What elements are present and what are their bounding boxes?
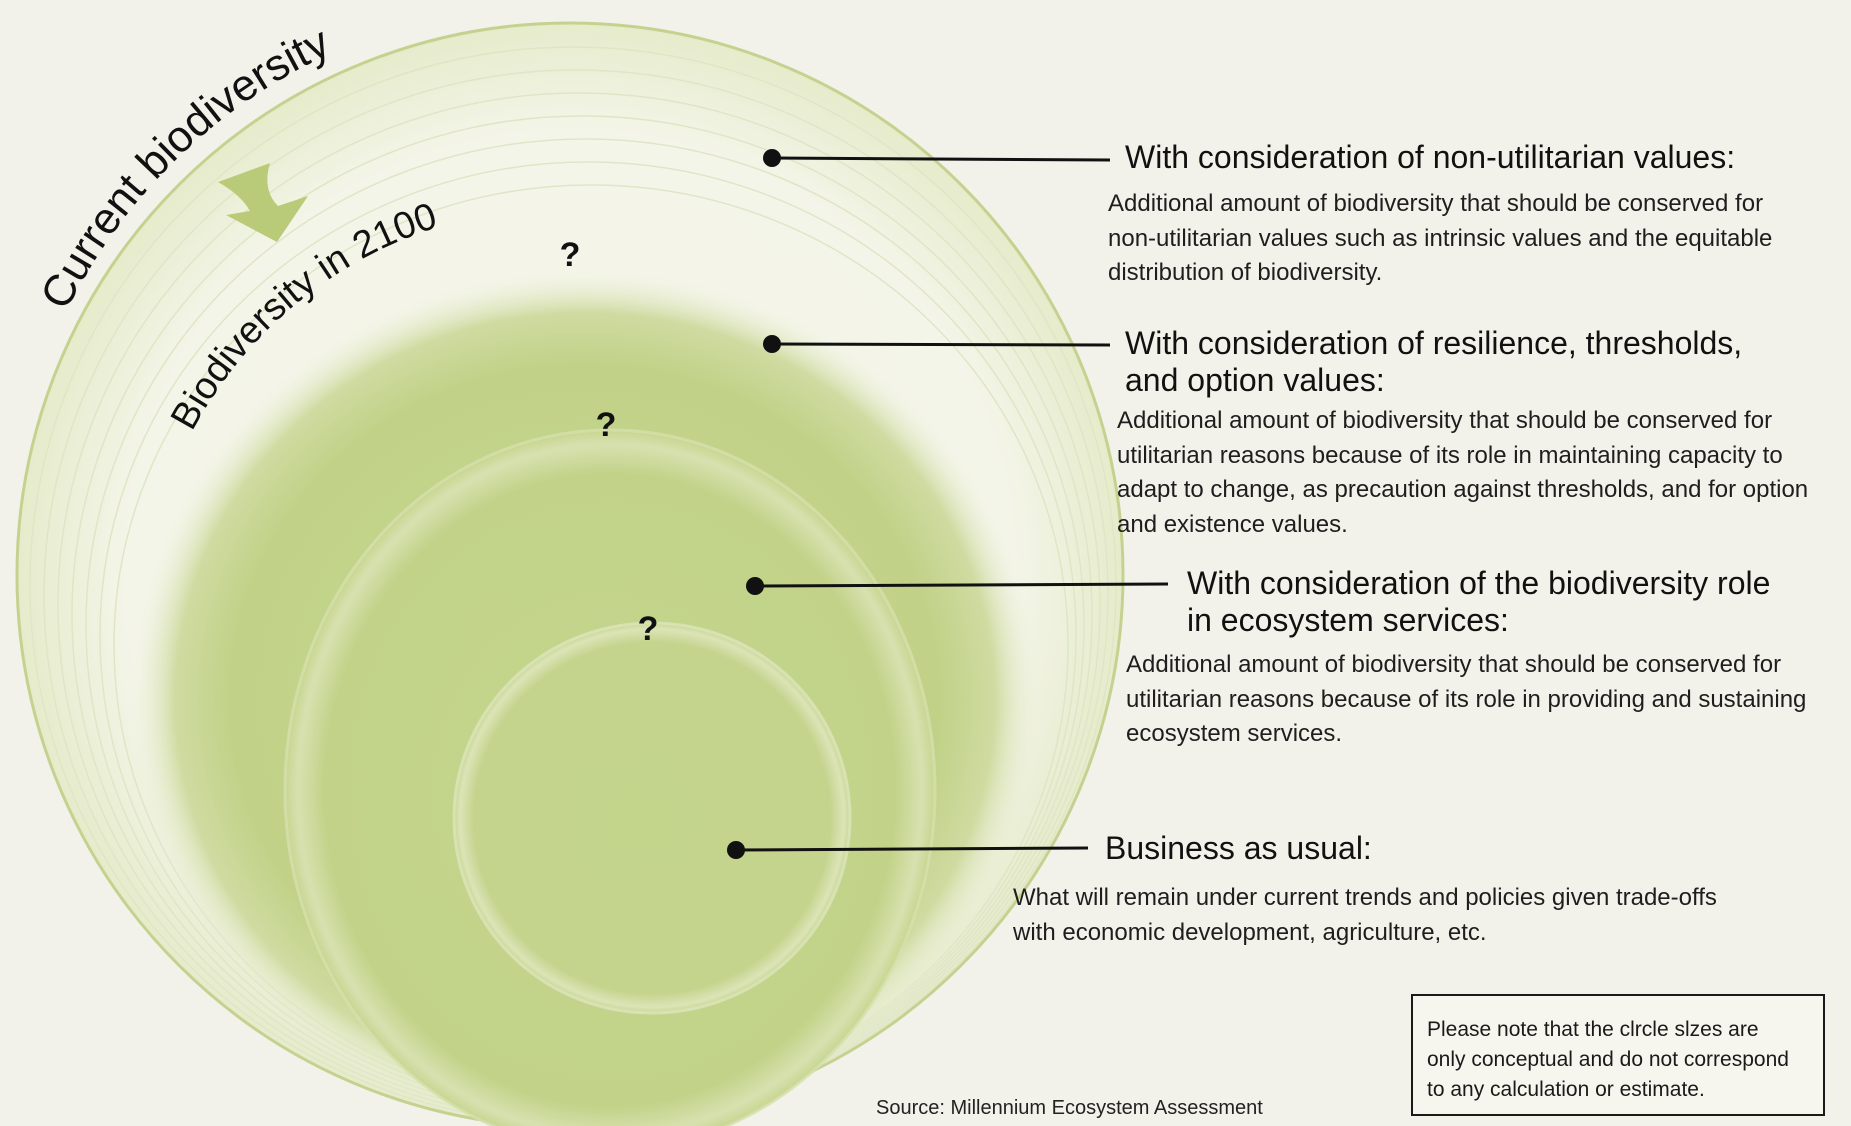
leader-line-resilience xyxy=(763,335,1111,353)
heading-non-utilitarian: With consideration of non-utilitarian va… xyxy=(1125,139,1736,175)
description-resilience: Additional amount of biodiversity that s… xyxy=(1117,407,1809,538)
heading-resilience: With consideration of resilience, thresh… xyxy=(1125,325,1743,398)
source-credit: Source: Millennium Ecosystem Assessment xyxy=(876,1097,1263,1119)
circle-business-as-usual xyxy=(452,621,852,1015)
leader-line-ecosystem-services xyxy=(746,577,1169,595)
question-mark: ? xyxy=(560,236,581,274)
description-non-utilitarian: Additional amount of biodiversity that s… xyxy=(1108,190,1773,286)
leader-line-non-utilitarian xyxy=(763,149,1111,167)
arrow-icon xyxy=(218,163,308,242)
note-box: Please note that the clrcle slzes are on… xyxy=(1411,994,1825,1116)
heading-ecosystem-services: With consideration of the biodiversity r… xyxy=(1187,565,1771,638)
description-business-as-usual: What will remain under current trends an… xyxy=(1013,884,1717,946)
question-mark: ? xyxy=(638,610,659,648)
description-ecosystem-services: Additional amount of biodiversity that s… xyxy=(1126,651,1807,747)
leader-line-business-as-usual xyxy=(727,841,1089,859)
heading-business-as-usual: Business as usual: xyxy=(1105,830,1372,866)
question-mark: ? xyxy=(596,406,617,444)
